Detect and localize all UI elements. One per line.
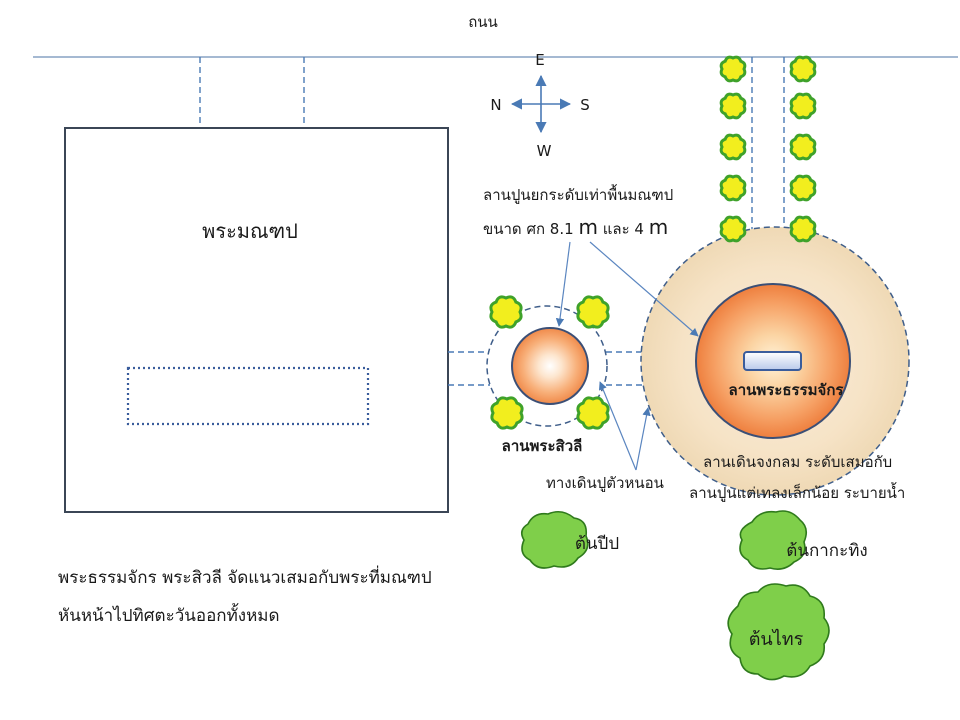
compass-north: N — [490, 96, 501, 114]
shrub — [789, 174, 817, 202]
platform-note-line2: ขนาด ศก 8.1 m และ 4 m — [483, 215, 668, 239]
dharmachakra-wheel — [743, 351, 802, 371]
tree-pip: ต้นปีป — [520, 510, 619, 569]
compass-east: E — [535, 51, 544, 69]
shrub — [489, 295, 523, 329]
tree-krathing: ต้นกากะทิง — [739, 510, 868, 570]
shrub — [576, 396, 610, 430]
shrub — [719, 133, 747, 161]
walkway — [448, 57, 785, 386]
shrub — [719, 92, 747, 120]
platform-note-line1: ลานปูนยกระดับเท่าพื้นมณฑป — [483, 184, 673, 204]
dharmachakra-label: ลานพระธรรมจักร — [729, 381, 845, 399]
shrub — [719, 215, 747, 243]
compass-rose: E N S W — [490, 51, 589, 160]
shrub — [576, 295, 610, 329]
walkway-label: ทางเดินปูตัวหนอน — [546, 474, 664, 492]
entrance-path — [199, 57, 305, 128]
buddha-platform — [126, 366, 370, 426]
shrub — [719, 55, 747, 83]
tree-pip-label: ต้นปีป — [575, 534, 619, 554]
compass-south: S — [580, 96, 590, 114]
shrub — [719, 174, 747, 202]
shrub — [789, 133, 817, 161]
note-line2: หันหน้าไปทิศตะวันออกทั้งหมด — [58, 603, 280, 626]
shrub — [789, 215, 817, 243]
shrub — [490, 396, 524, 430]
shrub-group — [489, 55, 817, 430]
annotation-arrows — [555, 241, 699, 471]
shrub — [789, 92, 817, 120]
tree-sai: ต้นไทร — [727, 583, 830, 681]
shrub — [789, 55, 817, 83]
tree-sai-label: ต้นไทร — [749, 628, 804, 650]
circle-walk-line2: ลานปูนแต่เทลงเล็กน้อย ระบายน้ำ — [689, 482, 905, 502]
mandapa-building — [64, 127, 449, 513]
note-line1: พระธรรมจักร พระสิวลี จัดแนวเสมอกับพระที่… — [58, 565, 432, 588]
sivali-platform — [511, 327, 589, 405]
road-label: ถนน — [468, 13, 498, 31]
tree-krathing-label: ต้นกากะทิง — [786, 541, 867, 561]
mandapa-label: พระมณฑป — [202, 219, 298, 243]
sivali-label: ลานพระสิวลี — [502, 437, 583, 455]
circle-walk-line1: ลานเดินจงกลม ระดับเสมอกับ — [703, 453, 892, 471]
compass-west: W — [537, 142, 552, 160]
